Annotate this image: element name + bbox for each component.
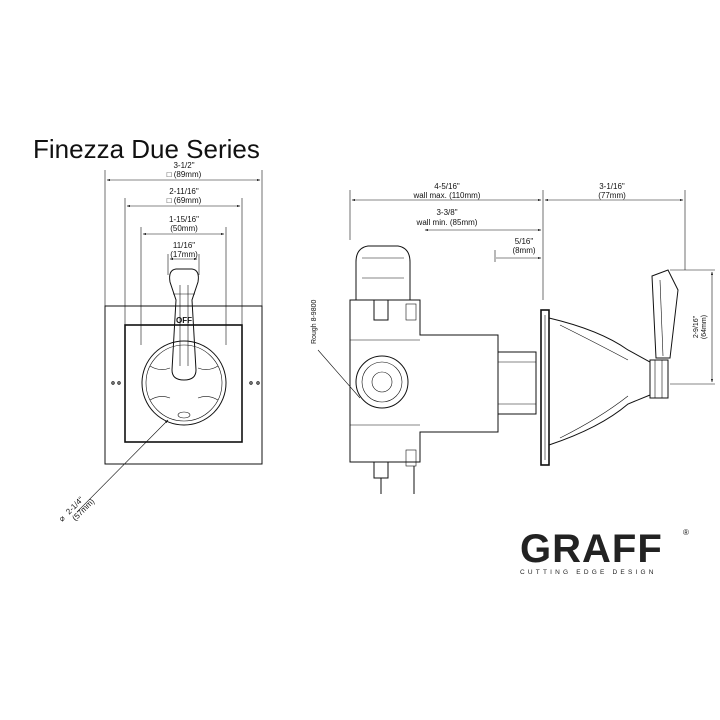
dim-handle-imperial: 11/16" bbox=[173, 241, 195, 250]
wall-max-metric: wall max. (110mm) bbox=[413, 191, 481, 200]
rough-label: Rough 8-9800 bbox=[311, 300, 318, 344]
plate-offset-metric: (8mm) bbox=[512, 246, 535, 255]
rough-leader bbox=[317, 349, 361, 399]
dim-plate-imperial: 2-11/16" bbox=[169, 187, 199, 196]
dim-plate-metric: □ (69mm) bbox=[167, 196, 202, 205]
dim-dial-imperial: 1-15/16" bbox=[169, 215, 199, 224]
diameter-symbol: ⌀ bbox=[57, 514, 67, 524]
handle-side-profile bbox=[548, 317, 651, 446]
plate-offset-imperial: 5/16" bbox=[515, 237, 534, 246]
diameter-leader bbox=[76, 419, 169, 513]
dim-handle-metric: (17mm) bbox=[170, 250, 198, 259]
drawing-title: Finezza Due Series bbox=[33, 134, 260, 164]
handle-lever bbox=[169, 268, 199, 381]
trim-plate bbox=[124, 324, 243, 443]
valve-cartridge bbox=[355, 355, 409, 409]
brand-logo: GRAFF ® CUTTING EDGE DESIGN bbox=[520, 527, 689, 576]
dim-overall-imperial: 3-1/2" bbox=[173, 161, 194, 170]
wall-min-imperial: 3-3/8" bbox=[436, 208, 457, 217]
wall-min-metric: wall min. (85mm) bbox=[416, 218, 478, 227]
valve-body bbox=[349, 299, 499, 463]
trim-depth-imperial: 3-1/16" bbox=[599, 182, 625, 191]
lever-side bbox=[651, 269, 679, 359]
handle-height-metric: (64mm) bbox=[701, 315, 708, 339]
trim-depth-metric: (77mm) bbox=[598, 191, 626, 200]
handle-height-imperial: 2-9/16" bbox=[693, 315, 700, 338]
front-view: 3-1/2" □ (89mm) 2-11/16" □ (69mm) 1-15/1… bbox=[57, 161, 263, 524]
dial-circle bbox=[141, 340, 227, 426]
dim-overall-metric: □ (89mm) bbox=[167, 170, 202, 179]
wall-max-imperial: 4-5/16" bbox=[434, 182, 460, 191]
brand-tagline: CUTTING EDGE DESIGN bbox=[520, 569, 657, 576]
brand-registered: ® bbox=[683, 528, 689, 537]
side-view: 4-5/16" wall max. (110mm) 3-3/8" wall mi… bbox=[311, 182, 715, 494]
off-label: OFF bbox=[176, 316, 192, 325]
brand-name: GRAFF bbox=[520, 527, 663, 571]
dim-dial-metric: (50mm) bbox=[170, 224, 198, 233]
outer-frame bbox=[104, 305, 263, 465]
valve-top-cap bbox=[355, 245, 411, 301]
